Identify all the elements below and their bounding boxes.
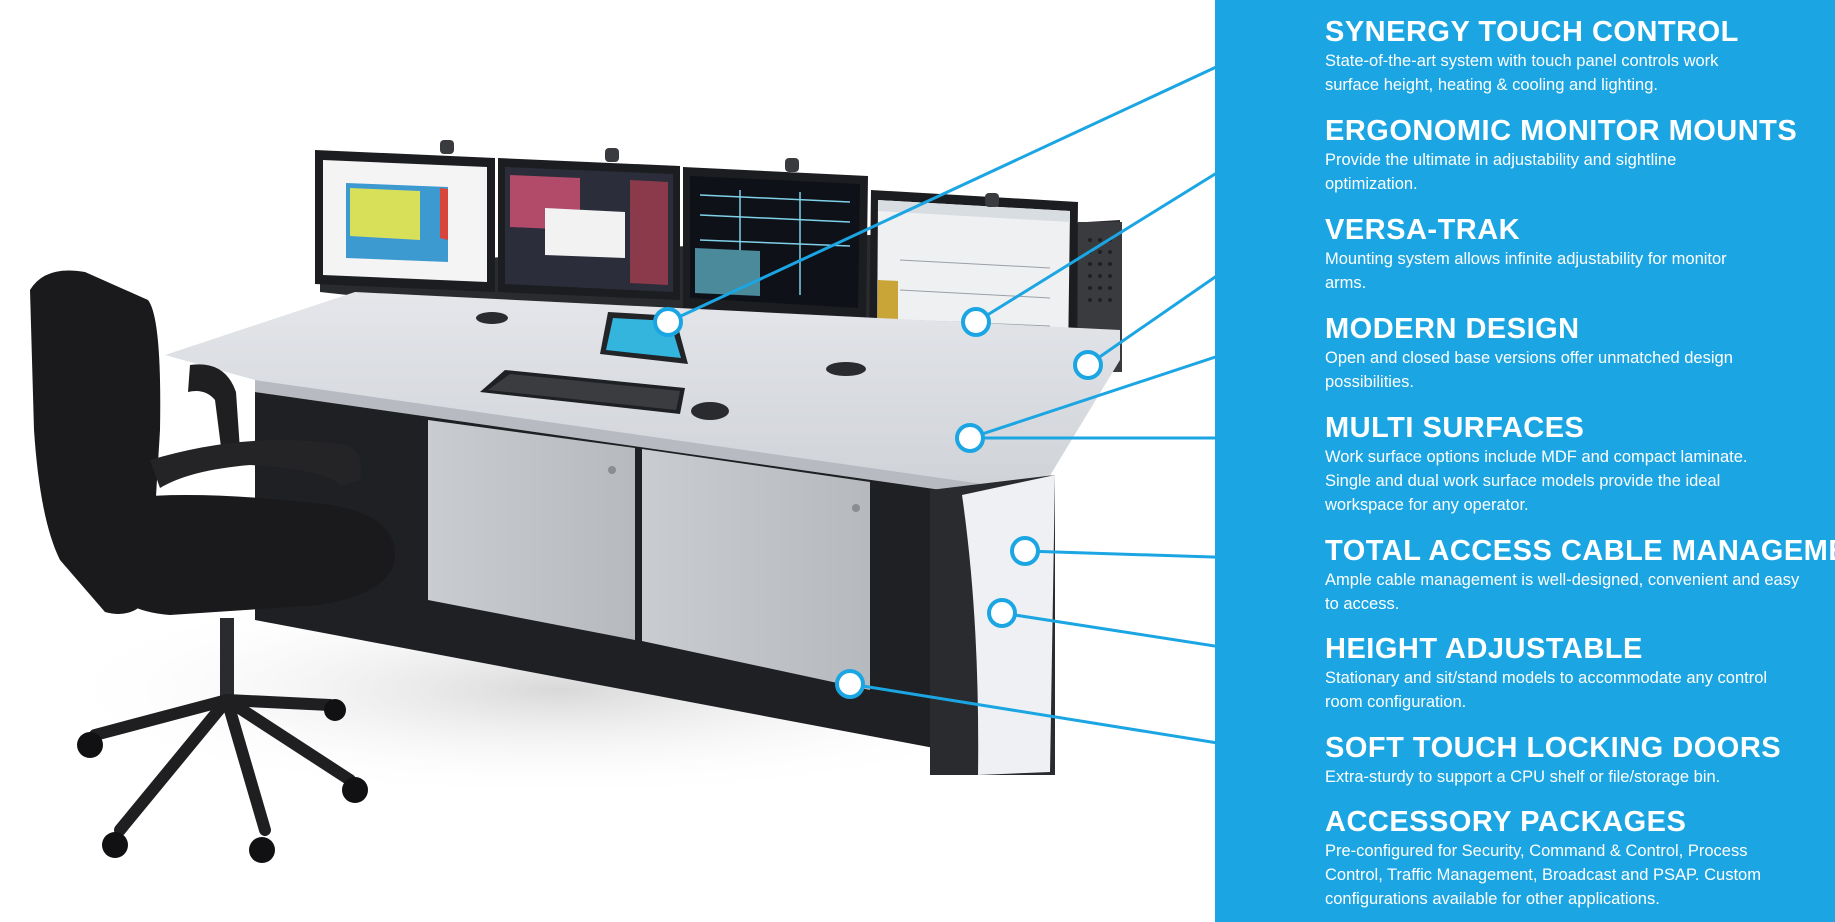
- feature-title: SYNERGY TOUCH CONTROL: [1325, 16, 1739, 48]
- callout-dot-cable-management: [1010, 536, 1040, 566]
- feature-description: Open and closed base versions offer unma…: [1325, 349, 1733, 391]
- feature-description: Pre-configured for Security, Command & C…: [1325, 842, 1761, 908]
- feature-synergy-touch-control: SYNERGY TOUCH CONTROL State-of-the-art s…: [1325, 17, 1825, 97]
- feature-description: Mounting system allows infinite adjustab…: [1325, 250, 1727, 292]
- locking-door-right: [642, 449, 870, 690]
- feature-accessory-packages: ACCESSORY PACKAGES Pre-configured for Se…: [1325, 807, 1825, 911]
- feature-title: ERGONOMIC MONITOR MOUNTS: [1325, 115, 1798, 147]
- feature-modern-design: MODERN DESIGN Open and closed base versi…: [1325, 314, 1825, 394]
- feature-versa-trak: VERSA-TRAK Mounting system allows infini…: [1325, 215, 1825, 295]
- feature-multi-surfaces: MULTI SURFACES Work surface options incl…: [1325, 413, 1825, 517]
- feature-height-adjustable: HEIGHT ADJUSTABLE Stationary and sit/sta…: [1325, 634, 1825, 714]
- feature-description: Work surface options include MDF and com…: [1325, 448, 1748, 514]
- feature-title: HEIGHT ADJUSTABLE: [1325, 633, 1643, 665]
- keyboard: [480, 370, 685, 414]
- feature-title: VERSA-TRAK: [1325, 214, 1521, 246]
- feature-ergonomic-monitor-mounts: ERGONOMIC MONITOR MOUNTS Provide the ult…: [1325, 116, 1825, 196]
- mouse: [691, 402, 729, 420]
- office-chair: [30, 270, 395, 863]
- callout-dot-height-adjustable: [987, 598, 1017, 628]
- monitor-array: [315, 140, 1078, 372]
- callout-dot-ergonomic-monitor-mounts: [961, 307, 991, 337]
- callout-dot-multi-surfaces: [955, 423, 985, 453]
- feature-panel: [1215, 0, 1835, 922]
- callout-dot-versa-trak: [1073, 350, 1103, 380]
- callout-dot-locking-doors: [835, 669, 865, 699]
- feature-title: MULTI SURFACES: [1325, 412, 1585, 444]
- feature-description: Provide the ultimate in adjustability an…: [1325, 151, 1677, 193]
- feature-soft-touch-locking-doors: SOFT TOUCH LOCKING DOORS Extra-sturdy to…: [1325, 733, 1825, 789]
- feature-description: Ample cable management is well-designed,…: [1325, 571, 1800, 613]
- feature-description: State-of-the-art system with touch panel…: [1325, 52, 1719, 94]
- feature-description: Extra-sturdy to support a CPU shelf or f…: [1325, 768, 1721, 786]
- callout-dot-synergy-touch-control: [653, 307, 683, 337]
- feature-description: Stationary and sit/stand models to accom…: [1325, 669, 1768, 711]
- feature-total-access-cable-management: TOTAL ACCESS CABLE MANAGEMENT Ample cabl…: [1325, 535, 1835, 616]
- feature-title: SOFT TOUCH LOCKING DOORS: [1325, 732, 1782, 764]
- feature-title: ACCESSORY PACKAGES: [1325, 806, 1687, 838]
- feature-title: TOTAL ACCESS CABLE MANAGEMENT: [1325, 535, 1835, 567]
- feature-title: MODERN DESIGN: [1325, 313, 1580, 345]
- locking-door-left: [428, 420, 635, 640]
